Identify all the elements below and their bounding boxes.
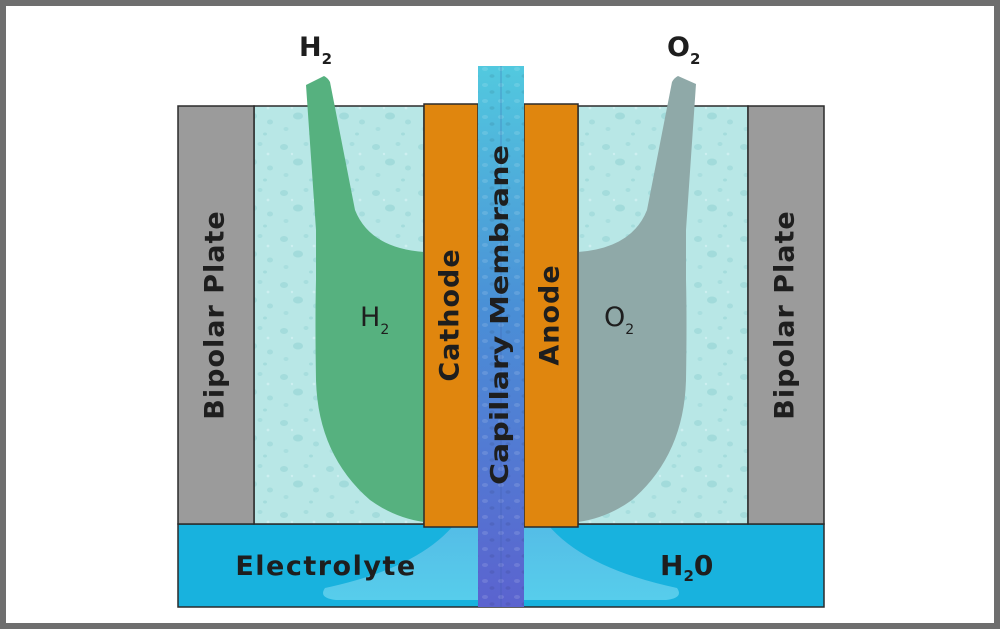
h2-outlet-h: H [299, 32, 322, 63]
bipolar-plate-right [747, 105, 825, 525]
water-sub: 2 [683, 567, 693, 585]
bipolar-plate-left-label: Bipolar Plate [200, 210, 231, 419]
o2-chamber-sub: 2 [625, 322, 634, 338]
anode-label: Anode [535, 264, 566, 365]
o2-outlet-o: O [667, 32, 690, 63]
cathode-electrode [423, 103, 479, 528]
h2-outlet-label: H2 [299, 32, 332, 68]
h2-gas-region [306, 76, 424, 522]
h2-chamber-label: H2 [360, 302, 389, 338]
o2-outlet-label: O2 [667, 32, 700, 68]
water-o: 0 [694, 549, 713, 582]
water-label: H20 [660, 549, 713, 585]
h2-chamber-h: H [360, 302, 380, 333]
cathode-label: Cathode [435, 248, 466, 381]
bipolar-plate-right-label: Bipolar Plate [770, 210, 801, 419]
h2-chamber-sub: 2 [380, 322, 389, 338]
electrolyte-label: Electrolyte [235, 551, 416, 582]
o2-gas-region [578, 76, 696, 522]
h2-outlet-sub: 2 [322, 50, 332, 68]
bipolar-plate-left [177, 105, 255, 525]
o2-chamber-o: O [604, 302, 625, 333]
o2-chamber-label: O2 [604, 302, 634, 338]
water-h: H [660, 549, 683, 582]
anode-electrode [523, 103, 579, 528]
capillary-membrane-label: Capillary Membrane [485, 145, 514, 485]
o2-outlet-sub: 2 [690, 50, 700, 68]
